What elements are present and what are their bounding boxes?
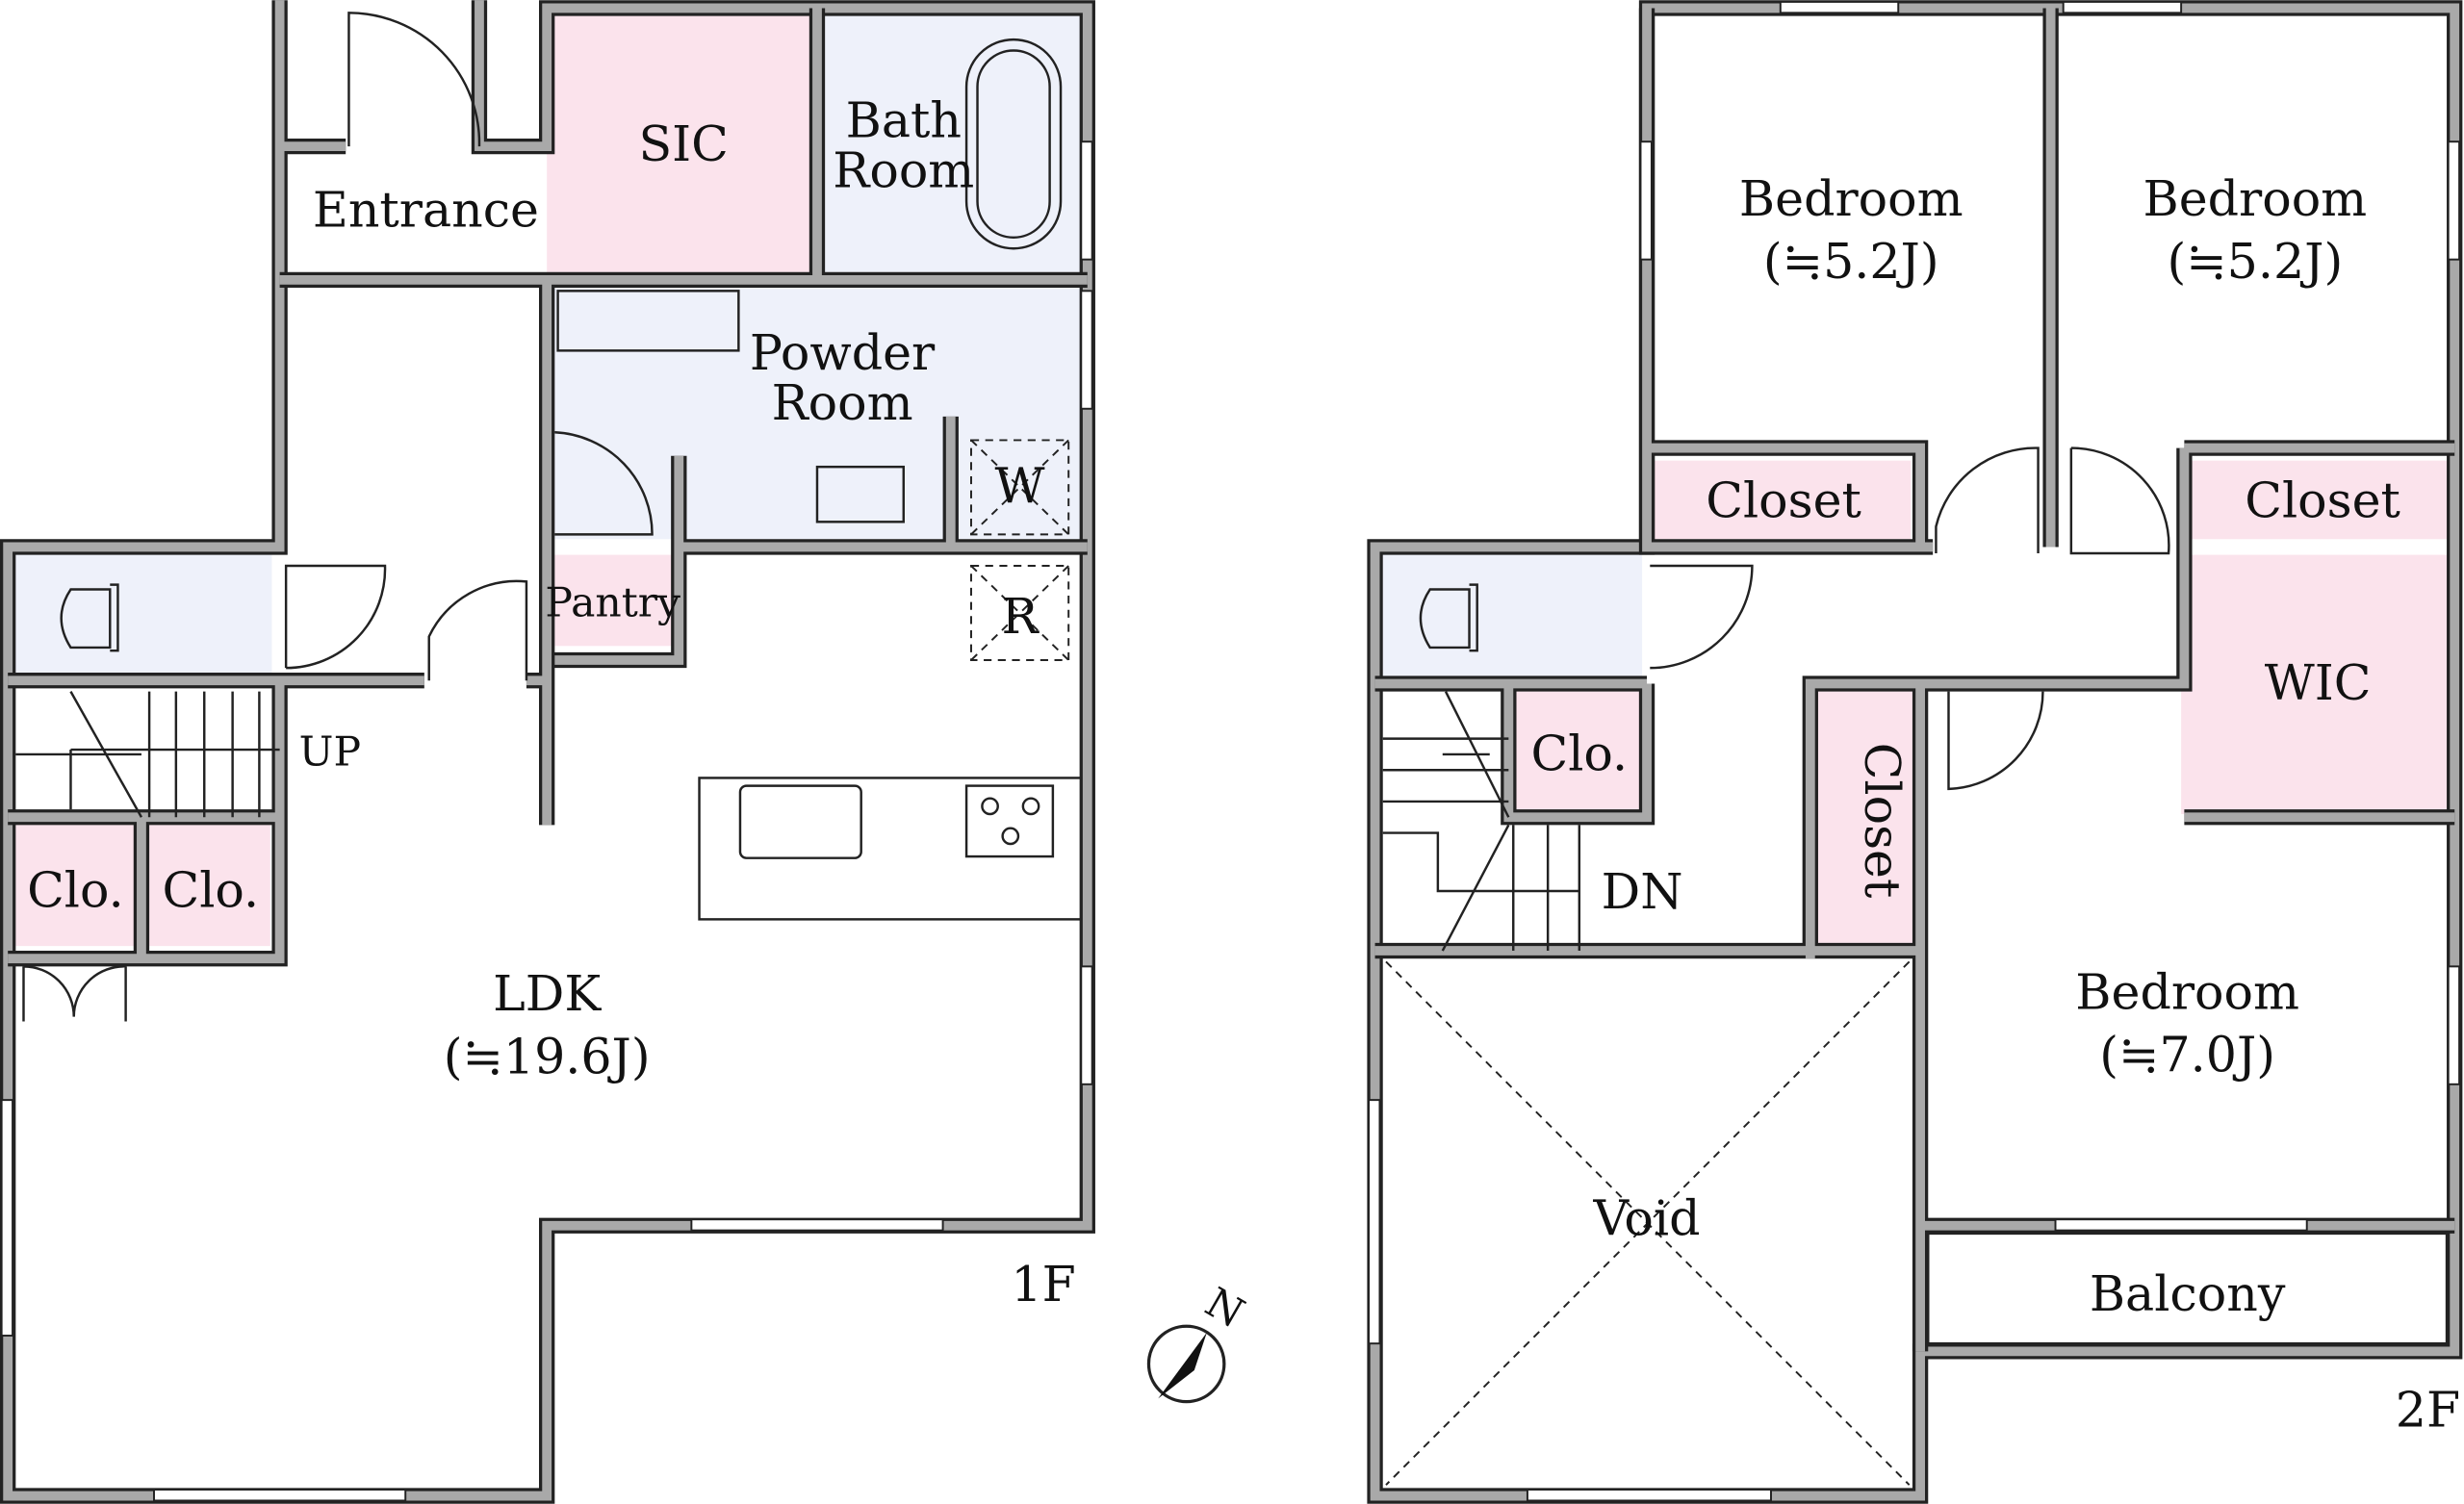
kitchen-island xyxy=(698,777,1083,921)
closet1-area xyxy=(1655,460,1912,540)
fridge-space xyxy=(970,565,1070,661)
walls-1f xyxy=(0,0,1095,1504)
kitchen-sink xyxy=(738,784,862,859)
window xyxy=(2054,1218,2308,1232)
counter xyxy=(556,290,740,352)
closet-small-label: Clo. xyxy=(1531,725,1629,781)
window xyxy=(2062,0,2183,14)
void-cross xyxy=(1385,960,1911,1486)
sink xyxy=(815,465,905,523)
entrance-door[interactable] xyxy=(347,12,481,147)
door[interactable] xyxy=(1947,691,2044,791)
pantry-label: Pantry xyxy=(545,579,680,626)
floor-2f-label: 2F xyxy=(2396,1382,2460,1439)
door[interactable] xyxy=(1650,564,1754,670)
window xyxy=(1368,1099,1381,1345)
sic-area xyxy=(547,15,811,272)
window xyxy=(1779,0,1900,14)
closet-b-label: Clo. xyxy=(162,861,259,918)
stairs-1f xyxy=(15,691,280,818)
bathtub-inner xyxy=(976,49,1051,240)
bedroom1-size: (≒5.2J) xyxy=(1763,233,1939,290)
closet2-label: Closet xyxy=(2245,472,2400,528)
bedroom3-size: (≒7.0J) xyxy=(2099,1027,2275,1083)
toilet-area-2f xyxy=(1382,554,1643,676)
bedroom1-label: Bedroom xyxy=(1739,170,1964,227)
void-label: Void xyxy=(1593,1190,1701,1247)
compass-north-label: N xyxy=(1197,1280,1252,1338)
closet-a-label: Clo. xyxy=(27,861,124,918)
toilet-area-1f xyxy=(15,554,272,676)
wic-label: WIC xyxy=(2265,654,2372,711)
toilet-icon xyxy=(1419,583,1478,652)
ldk-label: LDK xyxy=(493,965,602,1022)
closet-vertical-area xyxy=(1817,691,1912,943)
window xyxy=(1080,140,1093,261)
window xyxy=(2447,965,2461,1085)
stairs-2f xyxy=(1382,691,1581,952)
door[interactable] xyxy=(554,431,654,536)
bedroom2-label: Bedroom xyxy=(2143,170,2368,227)
stairs-down-label: DN xyxy=(1602,863,1683,920)
closet-a-area xyxy=(15,825,138,947)
window xyxy=(153,1489,407,1502)
balcony-label: Balcony xyxy=(2090,1265,2286,1322)
bath-label-line1: Bath xyxy=(846,91,962,148)
door[interactable] xyxy=(2069,446,2170,555)
washer-label: W xyxy=(995,458,1045,515)
closet1-label: Closet xyxy=(1706,472,1861,528)
ldk-size: (≒19.6J) xyxy=(444,1028,651,1084)
entrance-label: Entrance xyxy=(313,181,539,238)
washer-space xyxy=(970,439,1070,536)
bedroom3-label: Bedroom xyxy=(2075,963,2299,1020)
window xyxy=(1526,1489,1772,1502)
fridge-label: R xyxy=(1002,588,1040,645)
window xyxy=(1080,290,1093,410)
window xyxy=(1080,965,1093,1085)
toilet-icon xyxy=(60,583,119,652)
bath-area xyxy=(825,15,1082,272)
stove xyxy=(964,784,1055,858)
closet-vertical-label: Closet xyxy=(1854,743,1911,899)
window xyxy=(1639,140,1653,261)
closet-b-area xyxy=(149,825,270,947)
powder-label-line1: Powder xyxy=(750,324,936,381)
bath-label-line2: Room xyxy=(833,142,974,199)
powder-label-line2: Room xyxy=(772,374,913,431)
sic-label: SIC xyxy=(639,115,729,172)
balcony-rail xyxy=(1927,1232,2449,1345)
wic-area xyxy=(2181,554,2449,814)
door[interactable] xyxy=(284,564,387,670)
bathtub xyxy=(964,38,1063,250)
closet-small-area xyxy=(1516,691,1643,813)
closet2-area xyxy=(2192,460,2449,540)
floor-1f-label: 1F xyxy=(1011,1256,1075,1313)
window xyxy=(690,1218,944,1232)
door[interactable] xyxy=(427,579,528,681)
window xyxy=(0,1099,14,1338)
stairs-up-label: UP xyxy=(299,728,361,776)
bedroom2-size: (≒5.2J) xyxy=(2168,233,2344,290)
closet-door xyxy=(22,965,127,1022)
compass: N xyxy=(1146,1280,1252,1404)
pantry-area xyxy=(554,554,677,647)
compass-needle-icon xyxy=(1158,1332,1207,1399)
window xyxy=(2447,140,2461,261)
door[interactable] xyxy=(1935,446,2040,553)
floor-1f: Entrance SIC Bath Room Powder Room W R P… xyxy=(0,0,1095,1504)
floor-2f: Bedroom (≒5.2J) Bedroom (≒5.2J) Closet C… xyxy=(1367,0,2463,1504)
